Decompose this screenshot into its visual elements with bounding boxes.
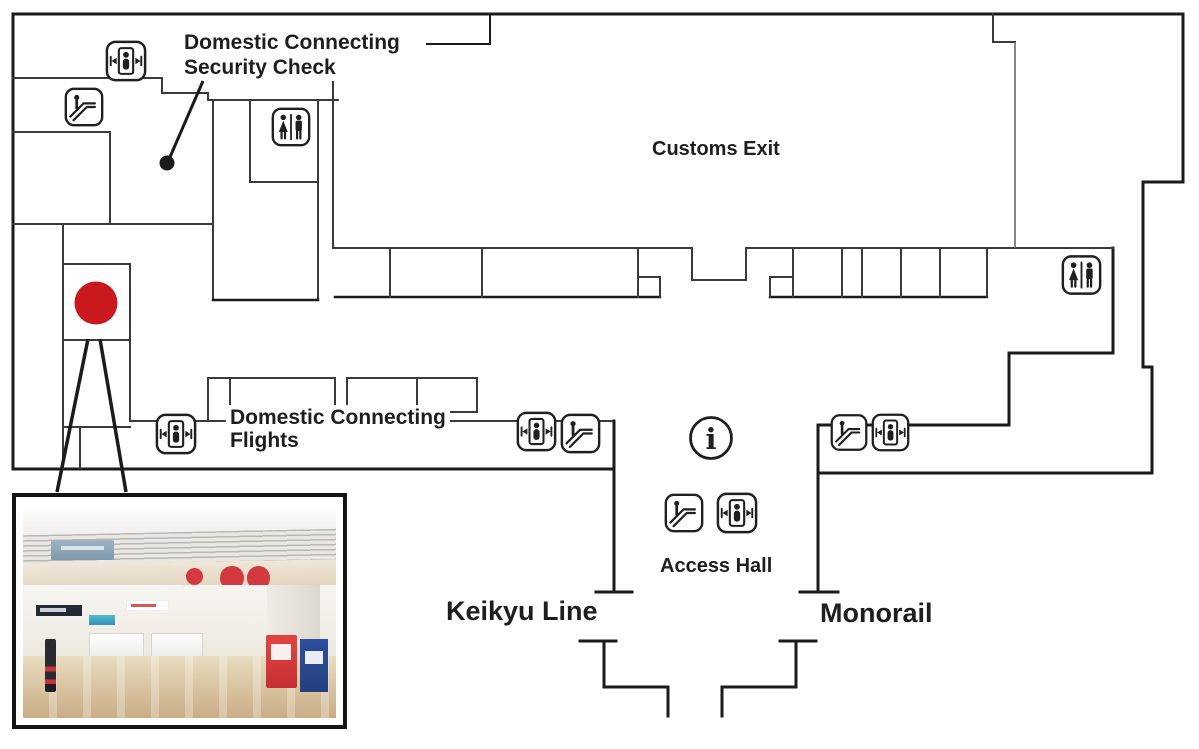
security-check-label: Domestic Connecting Security Check [184,30,400,80]
photo-airline-logo [246,566,271,590]
security-check-leader [159,15,491,171]
current-location-marker [74,281,118,325]
escalator-icon [830,413,868,452]
photo-airline-logo [185,568,203,586]
photo-counter-sign [126,600,169,612]
outer-walls [11,12,1185,475]
photo-airline-logo [220,566,244,590]
escalator-icon [560,413,601,454]
station-gates [578,419,840,718]
domestic-flights-label-line2: Flights [230,429,299,452]
monorail-label: Monorail [820,598,933,628]
information-icon: i [689,416,733,460]
domestic-flights-label: Domestic Connecting Flights [226,405,450,453]
keikyu-line-label: Keikyu Line [446,596,598,626]
inset-photo [23,504,336,718]
marker-room [55,263,131,493]
elevator-icon [155,413,197,455]
restroom-icon [1061,255,1102,295]
escalator-icon [664,493,704,533]
photo-kiosk-red [265,634,297,689]
photo-callout-lines [55,338,128,493]
security-check-label-line1: Domestic Connecting [184,31,400,54]
svg-text:i: i [705,422,716,456]
photo-service-sign [35,604,83,617]
photo-bollard [44,638,57,693]
domestic-flights-label-line1: Domestic Connecting [230,406,446,429]
inset-photo-frame [12,493,347,729]
elevator-icon [871,413,910,452]
security-check-label-line2: Security Check [184,56,336,79]
escalator-icon [64,87,104,127]
photo-display-screen [88,615,116,625]
elevator-icon [716,492,758,534]
customs-exit-label: Customs Exit [652,138,780,160]
photo-kiosk-blue [300,638,329,693]
security-check-point [159,155,175,171]
shop-band-walls [332,13,1114,299]
access-hall-label: Access Hall [660,555,773,577]
photo-hanging-sign [51,540,114,560]
elevator-icon [516,411,557,452]
facility-icons: i [64,40,1102,534]
elevator-icon [105,40,147,82]
restroom-icon [271,107,311,147]
